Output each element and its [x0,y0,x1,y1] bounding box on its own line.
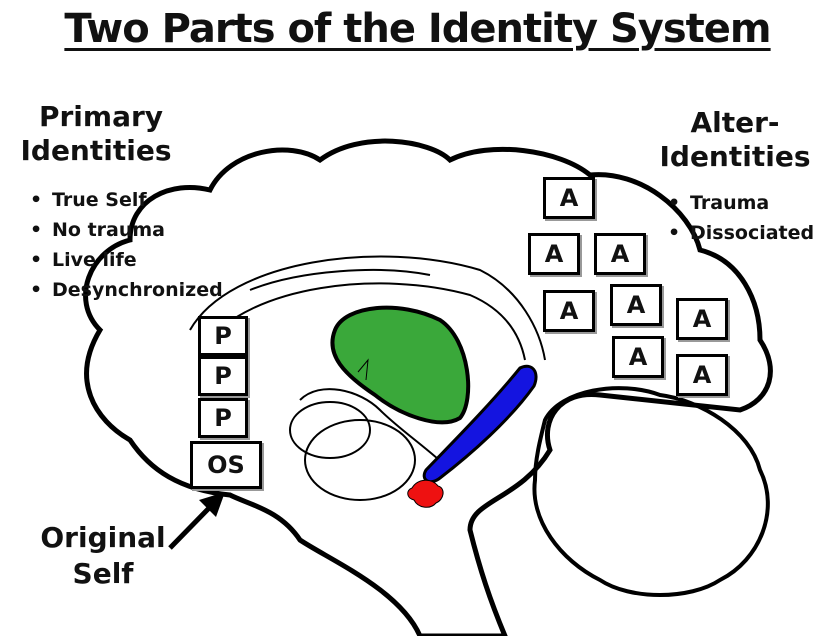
primary-heading-line1: Primary [26,100,176,134]
alter-identity-box: A [676,354,728,396]
alter-heading-line1: Alter- [640,106,830,140]
original-self-arrow [170,505,212,548]
alter-identity-box: A [612,336,664,378]
primary-heading-line2: Identities [16,134,176,168]
primary-identity-box: P [198,316,248,356]
list-item: Desynchronized [30,275,223,305]
cerebellum-outline [534,388,767,595]
alter-identity-box: A [610,284,662,326]
pituitary [408,480,443,507]
original-self-line1: Original [38,520,168,556]
primary-bullet-list: True Self No trauma Live life Desynchron… [30,185,223,305]
list-item: Live life [30,245,223,275]
list-item: Trauma [668,188,814,218]
list-item: True Self [30,185,223,215]
alter-identity-box: A [528,233,580,275]
primary-identity-box: P [198,356,248,396]
alter-identity-box: A [543,290,595,332]
primary-identities-heading: Primary Identities [26,100,176,168]
list-item: Dissociated [668,218,814,248]
original-self-box: OS [190,441,262,489]
alter-identity-box: A [676,298,728,340]
alter-bullet-list: Trauma Dissociated [668,188,814,248]
alter-identities-heading: Alter- Identities [640,106,830,174]
alter-heading-line2: Identities [640,140,830,174]
original-self-line2: Self [38,556,168,592]
list-item: No trauma [30,215,223,245]
thalamus [332,308,468,423]
primary-identity-box: P [198,398,248,438]
midbrain-outline [305,420,415,500]
alter-identity-box: A [543,177,595,219]
original-self-label: Original Self [38,520,168,592]
alter-identity-box: A [594,233,646,275]
